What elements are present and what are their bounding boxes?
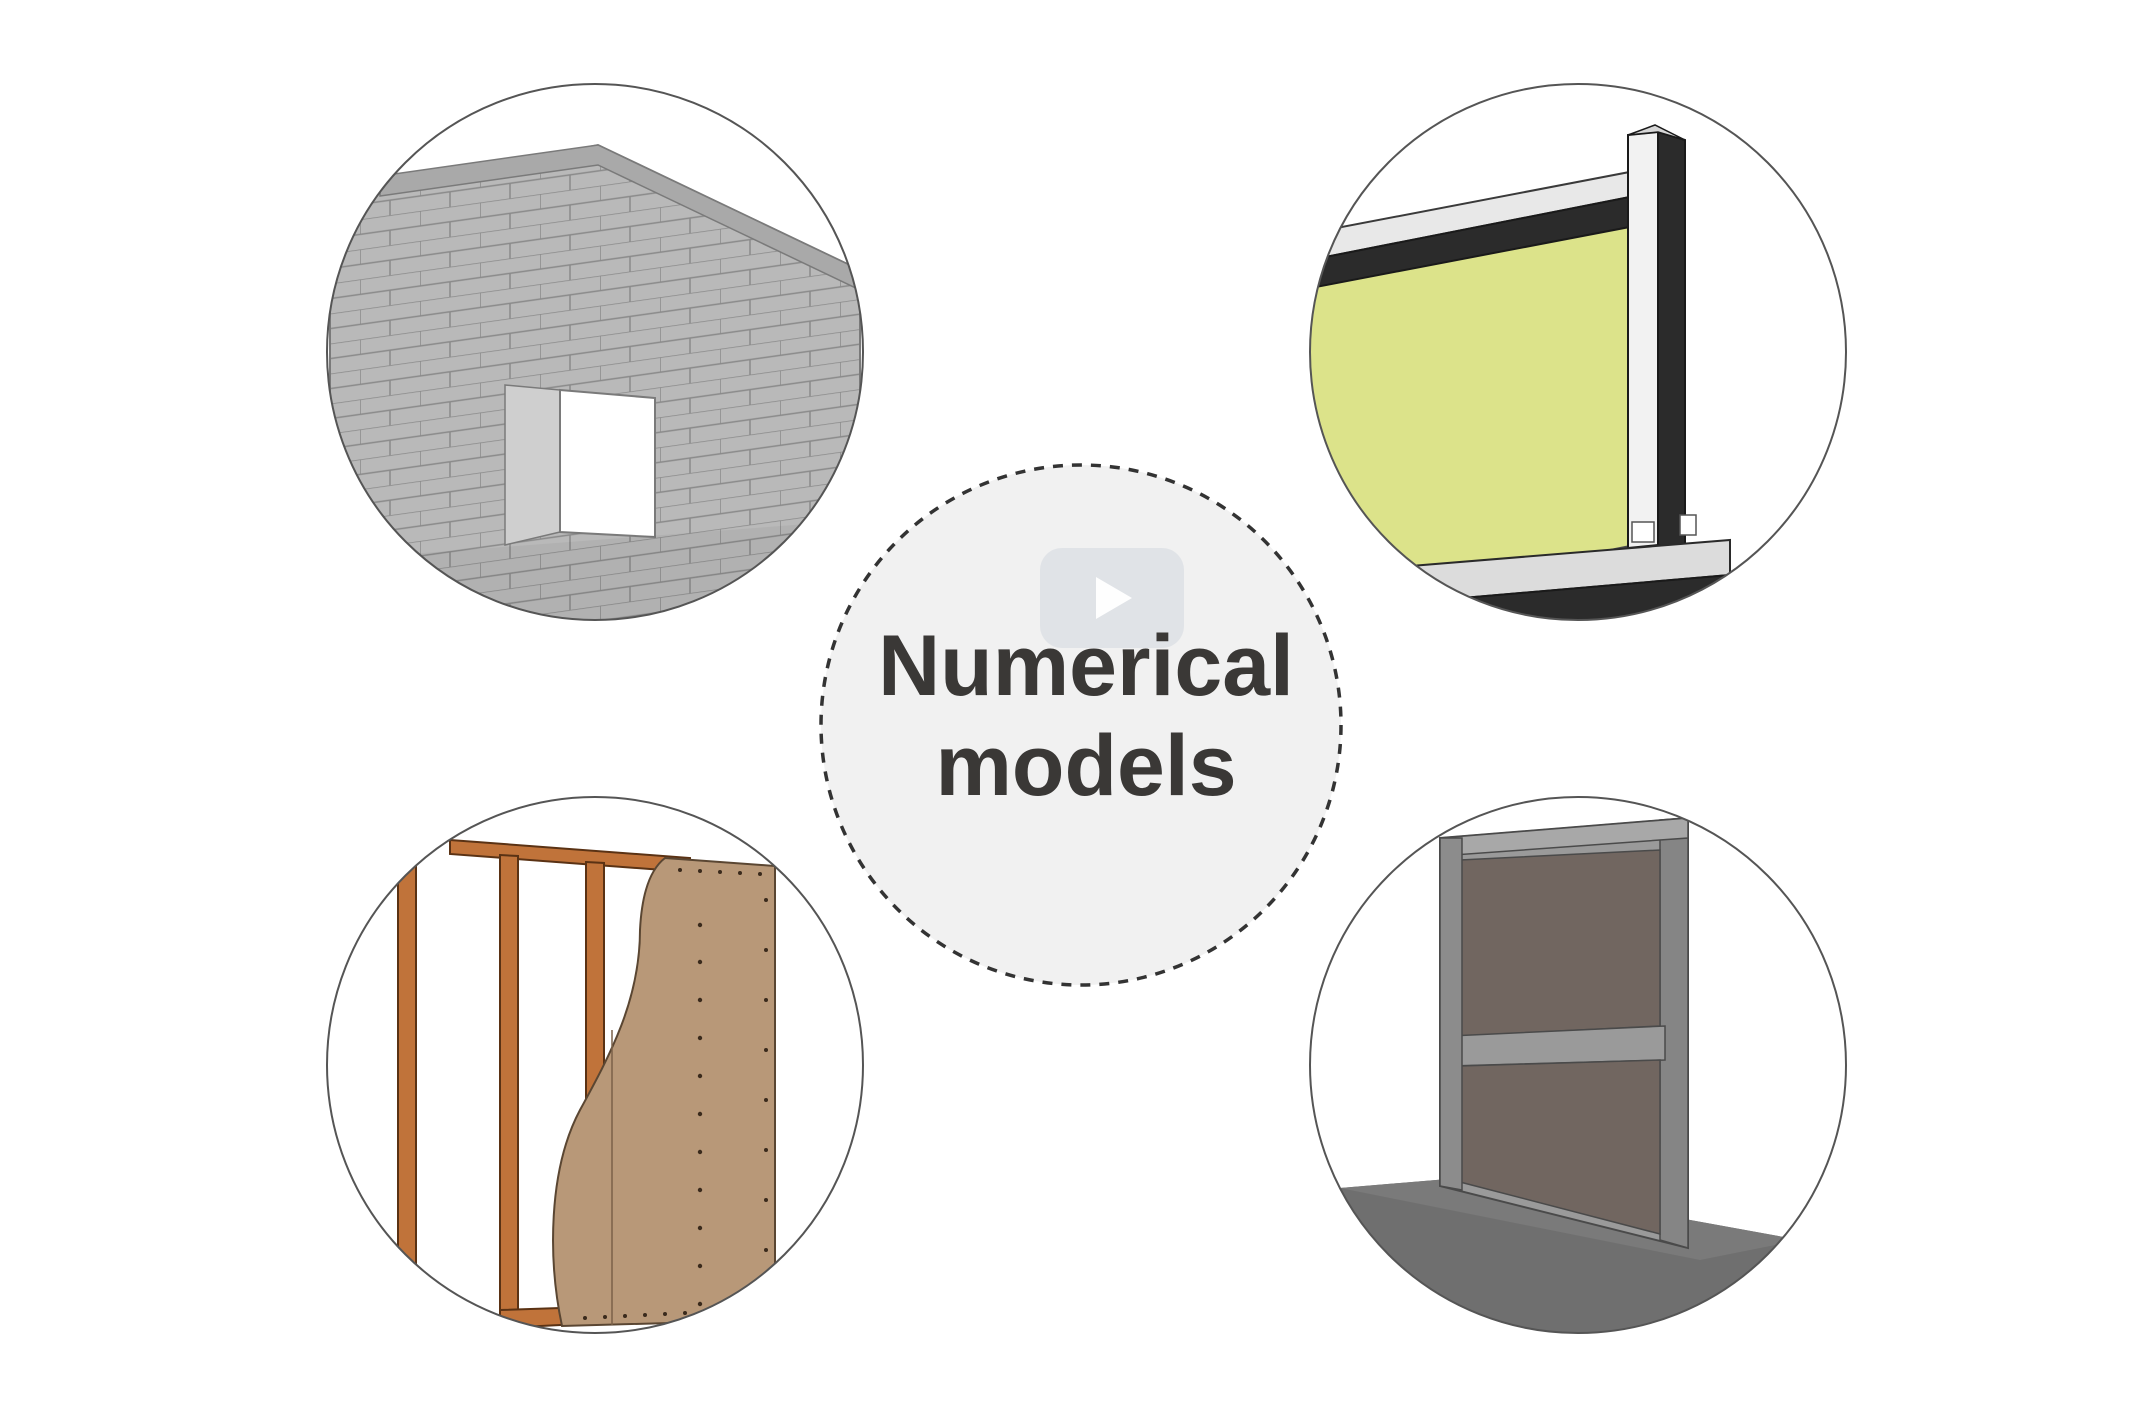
center-node: Numerical models [819,463,1343,987]
masonry-wall-illustration [326,83,864,621]
steel-frame-wall-illustration [1309,83,1847,621]
title-line-2: models [935,718,1236,814]
concrete-frame-illustration [1309,796,1847,1334]
timber-stud-wall-illustration [326,796,864,1334]
play-icon [1096,577,1132,619]
title-line-1: Numerical [878,618,1294,714]
play-button[interactable] [1040,548,1184,648]
